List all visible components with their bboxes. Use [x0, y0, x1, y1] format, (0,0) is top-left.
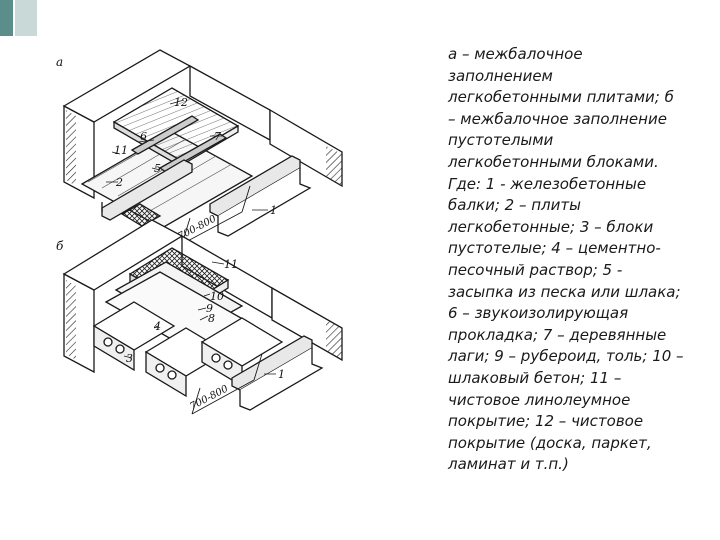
- label-a-1: 1: [270, 204, 277, 217]
- panel-a-letter: а: [56, 55, 63, 69]
- label-b-9: 9: [206, 302, 213, 315]
- diagram-panel-b: б 700-800 11: [56, 219, 343, 415]
- label-a-12: 12: [174, 96, 188, 109]
- label-b-1: 1: [278, 368, 285, 381]
- label-a-5: 5: [154, 162, 161, 175]
- label-a-2: 2: [115, 176, 123, 189]
- panel-b-letter: б: [56, 239, 64, 253]
- label-a-6: 6: [140, 130, 147, 143]
- panel-b-dimension: 700-800: [188, 383, 230, 413]
- figure-caption: а – межбалочное заполнением легкобетонны…: [448, 45, 684, 474]
- corner-bar-light: [15, 0, 37, 36]
- wood-lag-7: [130, 115, 200, 155]
- label-a-11: 11: [114, 144, 128, 157]
- label-a-7: 7: [214, 130, 221, 143]
- label-b-4: 4: [153, 320, 161, 333]
- label-b-10: 10: [210, 290, 224, 303]
- diagram-panel-a: а 700-800 12 6 7 11 5: [56, 49, 343, 245]
- floor-construction-figure: а 700-800 12 6 7 11 5: [56, 49, 343, 415]
- label-b-11: 11: [224, 258, 238, 271]
- label-b-3: 3: [126, 352, 133, 365]
- label-b-8: 8: [208, 312, 215, 325]
- corner-bar-dark: [0, 0, 13, 36]
